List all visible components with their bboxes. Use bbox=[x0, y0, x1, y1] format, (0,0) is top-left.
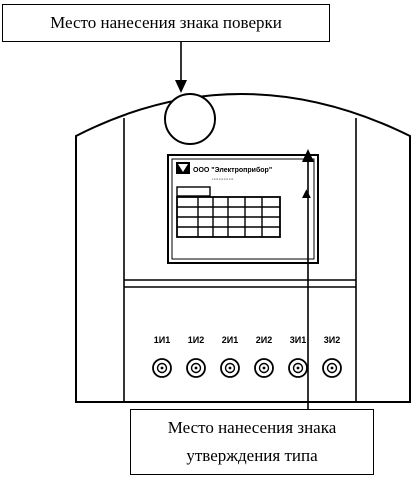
terminal-label: 2И1 bbox=[222, 335, 238, 345]
callout-verification-mark-text: Место нанесения знака поверки bbox=[50, 13, 282, 32]
nameplate: ООО "Электроприбор" ············· ▲ bbox=[167, 154, 319, 264]
callout-type-approval-line2: утверждения типа bbox=[186, 446, 318, 465]
terminal-screw-inner bbox=[224, 362, 236, 374]
terminal-screw-center bbox=[194, 366, 198, 370]
type-approval-mark-icon: ▲ bbox=[299, 185, 314, 202]
terminal-label: 2И2 bbox=[256, 335, 272, 345]
arrow-bottom-head bbox=[302, 149, 314, 162]
terminal-screw-center bbox=[330, 366, 334, 370]
nameplate-inner bbox=[171, 158, 315, 260]
terminal-screw-inner bbox=[292, 362, 304, 374]
nameplate-logo-triangle bbox=[178, 164, 188, 172]
terminal-screw-inner bbox=[326, 362, 338, 374]
terminal-label: 1И2 bbox=[188, 335, 204, 345]
terminal-label: 3И1 bbox=[290, 335, 306, 345]
terminal-screw-center bbox=[296, 366, 300, 370]
terminal-screw-center bbox=[262, 366, 266, 370]
nameplate-outer bbox=[167, 154, 319, 264]
arrow-top-head bbox=[175, 80, 187, 93]
nameplate-subtitle: ············· bbox=[212, 177, 234, 183]
terminal-label: 3И2 bbox=[324, 335, 340, 345]
callout-verification-mark: Место нанесения знака поверки bbox=[2, 4, 330, 42]
terminal-screw-inner bbox=[258, 362, 270, 374]
verification-mark-circle bbox=[164, 93, 216, 145]
terminal-block: 1И1 1И2 2И1 2И2 3И1 3И2 bbox=[152, 335, 342, 378]
nameplate-header-box bbox=[176, 186, 211, 197]
callout-type-approval-line1: Место нанесения знака bbox=[167, 418, 337, 437]
terminal-screw-center bbox=[228, 366, 232, 370]
nameplate-company: ООО "Электроприбор" bbox=[193, 166, 272, 174]
terminal-screw-inner bbox=[156, 362, 168, 374]
terminal-label: 1И1 bbox=[154, 335, 170, 345]
callout-type-approval: Место нанесения знака утверждения типа bbox=[130, 409, 374, 475]
terminal-screw-inner bbox=[190, 362, 202, 374]
nameplate-table bbox=[176, 196, 281, 238]
terminal-screw-center bbox=[160, 366, 164, 370]
